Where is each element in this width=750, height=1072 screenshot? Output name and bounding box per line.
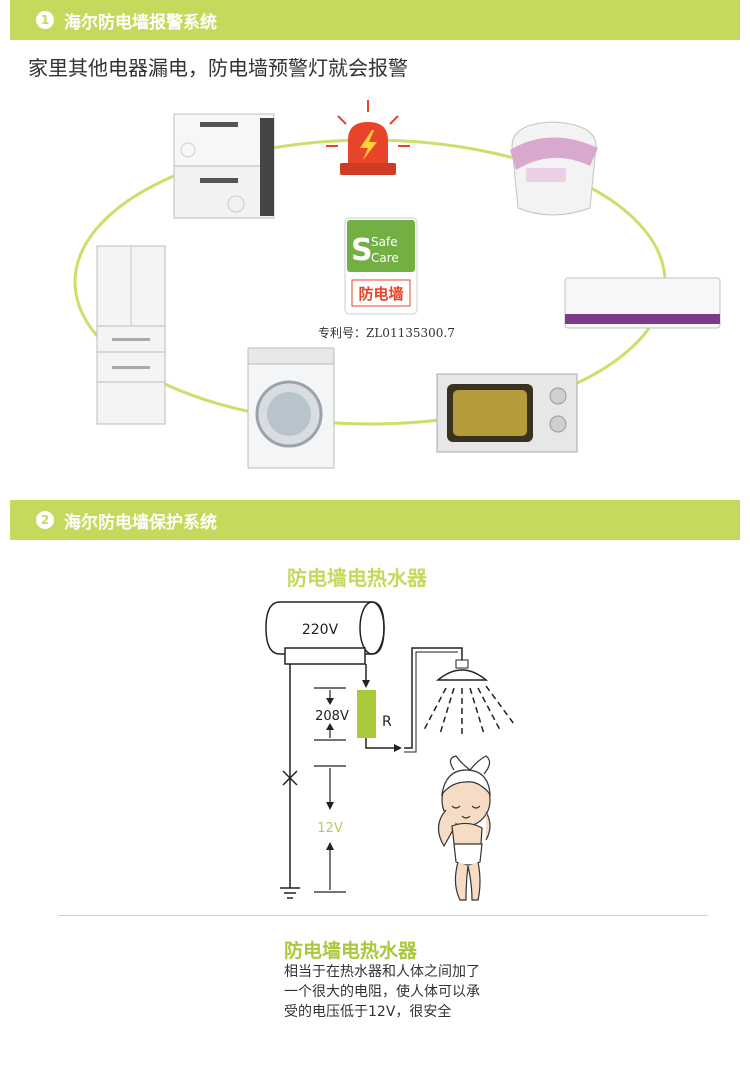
shower-icon [404, 647, 515, 753]
section1-title: 海尔防电墙报警系统 [64, 12, 217, 33]
alarm-light-icon [326, 100, 410, 175]
description-title: 防电墙电热水器 [284, 940, 418, 962]
person-showering-image [437, 755, 491, 901]
description-line: 受的电压低于12V，很安全 [284, 1004, 452, 1020]
svg-text:防电墙: 防电墙 [358, 285, 403, 303]
label-12v: 12V [317, 821, 343, 836]
refrigerator-image [96, 245, 166, 425]
ground-symbol-icon [280, 887, 300, 899]
label-resistor: R [382, 714, 392, 730]
diagram-title: 防电墙电热水器 [287, 566, 427, 590]
resistor-element [357, 690, 376, 738]
description-text: 相当于在热水器和人体之间加了 一个很大的电阻，使人体可以承 受的电压低于12V，… [284, 962, 544, 1022]
water-heater-tank [265, 601, 385, 665]
section1-subtitle: 家里其他电器漏电，防电墙预警灯就会报警 [28, 56, 408, 80]
disinfection-cabinet-image [173, 113, 275, 219]
microwave-image [436, 373, 578, 453]
label-220v: 220V [302, 622, 339, 638]
description-line: 相当于在热水器和人体之间加了 [284, 964, 480, 980]
air-conditioner-image [564, 277, 721, 329]
section1-header: 1 海尔防电墙报警系统 [10, 0, 740, 40]
washing-machine-image [247, 347, 335, 469]
section2-title: 海尔防电墙保护系统 [64, 512, 217, 533]
safe-care-logo: S Safe Care 防电墙 [344, 217, 418, 315]
svg-text:Safe: Safe [371, 235, 398, 249]
patent-number: 专利号：ZL01135300.7 [318, 326, 455, 340]
section1-number: 1 [36, 11, 54, 29]
divider [58, 915, 708, 916]
section2-header: 2 海尔防电墙保护系统 [10, 500, 740, 540]
description-line: 一个很大的电阻，使人体可以承 [284, 984, 480, 1000]
section2-number: 2 [36, 511, 54, 529]
svg-text:Care: Care [371, 251, 399, 265]
label-208v: 208V [315, 709, 349, 724]
rice-cooker-image [510, 121, 598, 216]
svg-text:S: S [351, 233, 373, 268]
